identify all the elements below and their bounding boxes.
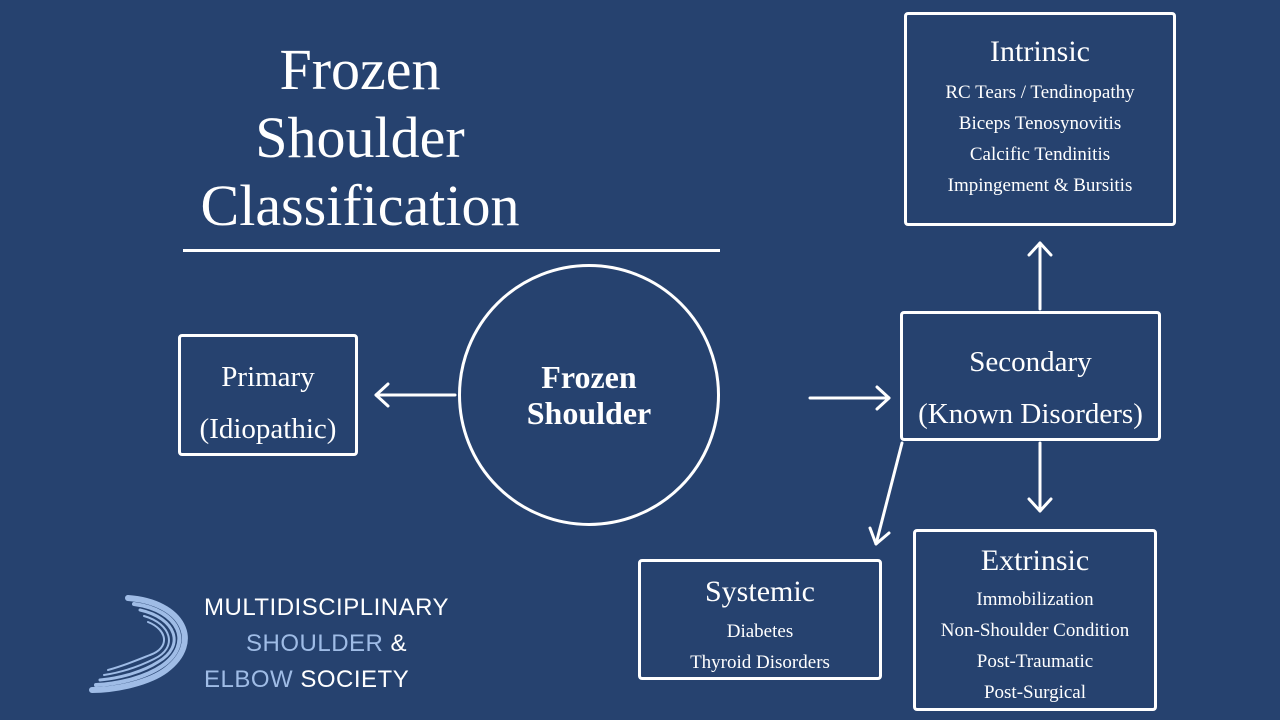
primary-line-1: Primary [221,361,315,393]
systemic-item: Thyroid Disorders [690,652,830,673]
center-line-2: Shoulder [526,395,652,431]
extrinsic-item: Post-Traumatic [976,651,1094,672]
arrow-to-primary [374,382,457,408]
arrow-to-secondary [808,385,891,411]
logo-word-elbow: ELBOW [204,666,294,693]
society-logo-text: MULTIDISCIPLINARY SHOULDER & ELBOW SOCIE… [204,590,449,698]
intrinsic-item: Calcific Tendinitis [969,144,1111,165]
intrinsic-item: Impingement & Bursitis [947,175,1133,196]
systemic-heading: Systemic [705,575,815,608]
logo-line-1: MULTIDISCIPLINARY [204,594,449,621]
primary-box: Primary (Idiopathic) [178,334,358,456]
extrinsic-item: Non-Shoulder Condition [940,620,1130,641]
logo-word-society: SOCIETY [293,666,410,693]
title-underline [183,249,720,252]
intrinsic-item: Biceps Tenosynovitis [958,113,1122,134]
secondary-box: Secondary (Known Disorders) [900,311,1161,441]
logo-line-2: SHOULDER & [204,626,449,662]
title-line-3: Classification [200,173,520,238]
intrinsic-box: Intrinsic RC Tears / Tendinopathy Biceps… [904,12,1176,226]
logo-word-shoulder: SHOULDER [246,630,384,657]
extrinsic-item: Post-Surgical [983,682,1087,703]
title-line-2: Shoulder [255,105,465,170]
secondary-line-1: Secondary [969,346,1092,378]
arrow-to-extrinsic [1027,441,1053,513]
systemic-item: Diabetes [726,621,794,642]
intrinsic-heading: Intrinsic [990,35,1090,68]
systemic-box: Systemic Diabetes Thyroid Disorders [638,559,882,680]
arrow-to-intrinsic [1027,241,1053,311]
arrow-to-systemic [868,441,904,546]
title-line-1: Frozen [279,37,441,102]
logo-ampersand: & [383,630,408,657]
extrinsic-box: Extrinsic Immobilization Non-Shoulder Co… [913,529,1157,711]
society-logo-icon [89,595,188,693]
primary-line-2: (Idiopathic) [199,413,337,445]
logo-line-3: ELBOW SOCIETY [204,662,449,698]
extrinsic-item: Immobilization [976,589,1094,610]
center-line-1: Frozen [541,359,637,395]
center-node-frozen-shoulder: Frozen Shoulder [458,264,720,526]
intrinsic-item: RC Tears / Tendinopathy [945,82,1135,103]
secondary-line-2: (Known Disorders) [918,398,1143,430]
extrinsic-heading: Extrinsic [980,544,1090,577]
page-title: Frozen Shoulder Classification [150,36,570,240]
